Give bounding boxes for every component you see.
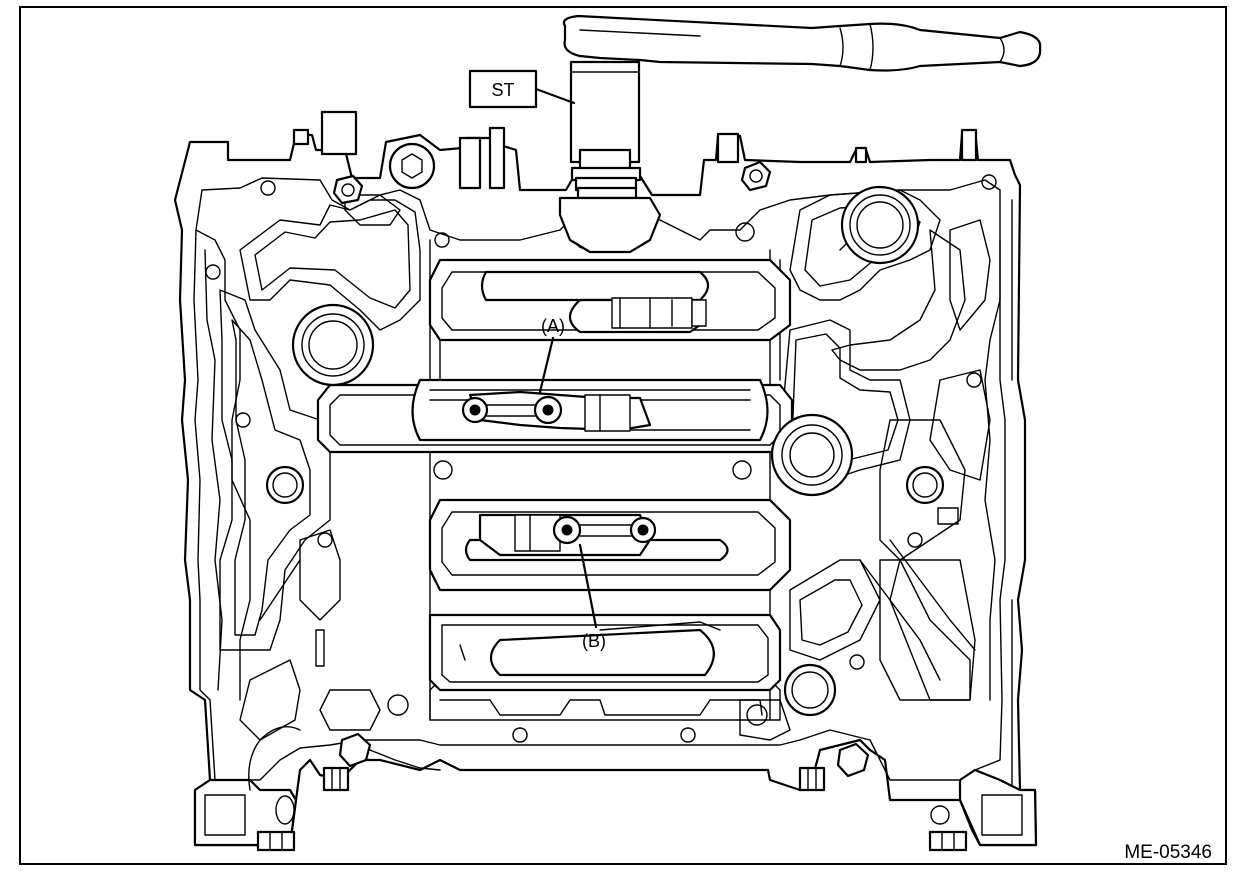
hex-bolt-lower-left	[338, 732, 441, 771]
crank-bolt-a	[461, 395, 563, 425]
hex-bolt-bottom-left-flange	[322, 766, 350, 792]
st-label: ST	[491, 80, 514, 100]
special-tool-assembly	[558, 14, 1042, 254]
crank-bolt-b	[552, 515, 657, 545]
hex-bolt-bottom-right-flange	[798, 766, 826, 792]
hex-bolt-top-center-left	[388, 142, 436, 190]
hex-bolt-foot-left	[256, 830, 296, 852]
st-callout: ST	[468, 69, 576, 109]
hex-bolt-lower-right	[836, 742, 870, 778]
label-a: (A)	[541, 316, 565, 336]
hex-bolt-top-left	[332, 174, 364, 205]
callout-b: (B)	[578, 543, 606, 651]
callout-a: (A)	[538, 316, 565, 394]
bolt-heads	[256, 142, 968, 852]
hex-bolt-top-right	[740, 160, 772, 192]
label-b: (B)	[582, 631, 606, 651]
crank-windows	[316, 258, 794, 692]
top-studs	[292, 110, 978, 190]
hex-bolt-foot-right	[928, 830, 968, 852]
bosses	[265, 185, 945, 717]
figure-code: ME-05346	[1124, 842, 1212, 863]
